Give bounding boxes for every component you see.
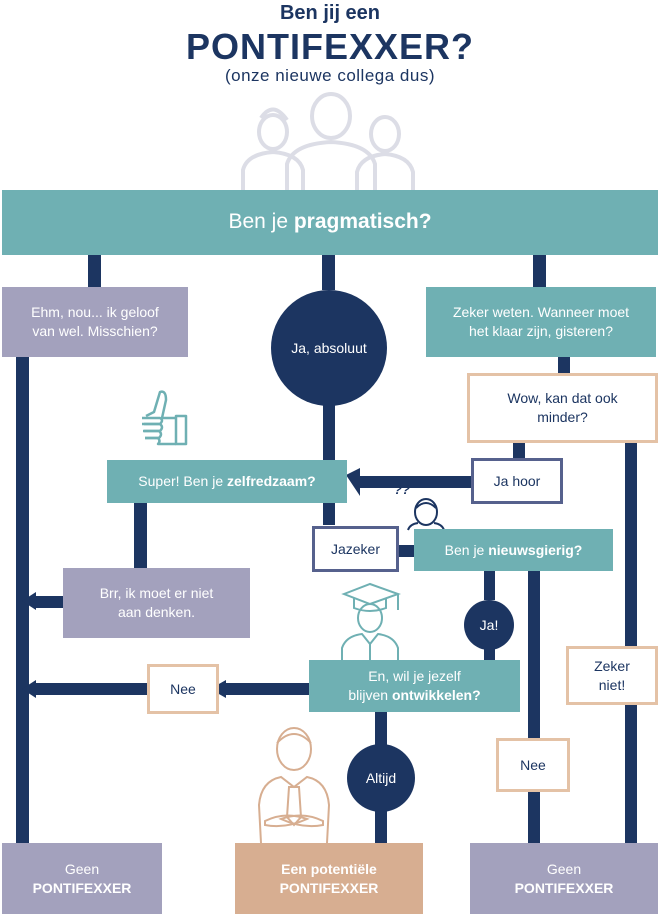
answer-line: aan denken.	[117, 604, 196, 620]
question-bold: pragmatisch?	[293, 210, 432, 234]
title-line-2: PONTIFEXXER?	[185, 26, 475, 67]
result-line: Geen	[64, 860, 100, 877]
connector	[533, 255, 546, 287]
question-zelfredzaam: Super! Ben je zelfredzaam?	[107, 460, 347, 503]
connector	[625, 443, 637, 646]
connector	[360, 476, 472, 488]
answer-nee-ontwikkelen: Nee	[147, 664, 219, 714]
question-marks: ??	[394, 482, 410, 497]
question-prefix: Ben je	[228, 210, 294, 234]
question-nieuwsgierig: Ben je nieuwsgierig?	[414, 529, 613, 571]
question-pragmatisch: Ben je pragmatisch?	[2, 190, 658, 255]
connector	[134, 503, 147, 570]
connector	[513, 440, 525, 458]
connector	[484, 570, 495, 600]
connector	[35, 596, 63, 608]
answer-line: van wel. Misschien?	[32, 323, 158, 339]
answer-line: Brr, ik moet er niet	[99, 585, 214, 602]
answer-line: Ehm, nou... ik geloof	[31, 304, 159, 321]
result-line-bold: PONTIFEXXER	[514, 879, 614, 896]
result-geen-left: Geen PONTIFEXXER	[2, 843, 162, 914]
answer-misschien: Ehm, nou... ik geloof van wel. Misschien…	[2, 287, 188, 357]
question-line: blijven ontwikkelen?	[348, 686, 480, 705]
answer-line: Zeker weten. Wanneer moet	[452, 304, 630, 321]
connector	[625, 705, 637, 845]
answer-line: het klaar zijn, gisteren?	[469, 323, 613, 339]
question-prefix: Ben je	[444, 541, 489, 558]
connector	[398, 545, 414, 557]
answer-ja: Ja!	[464, 600, 514, 650]
answer-altijd: Altijd	[347, 744, 415, 812]
answer-line: Zeker	[594, 657, 630, 674]
answer-nee-nieuwsgierig: Nee	[496, 738, 570, 792]
answer-line: Wow, kan dat ook	[507, 390, 618, 407]
title-line-1: Ben jij een	[279, 2, 381, 24]
answer-zeker-weten: Zeker weten. Wanneer moet het klaar zijn…	[426, 287, 656, 357]
answer-zeker-niet: Zeker niet!	[566, 646, 658, 705]
connector	[16, 355, 29, 845]
connector	[323, 405, 335, 465]
question-prefix: blijven	[348, 687, 392, 703]
connector	[558, 357, 570, 373]
question-bold: nieuwsgierig?	[488, 541, 583, 558]
connector	[225, 683, 310, 695]
question-ontwikkelen: En, wil je jezelf blijven ontwikkelen?	[309, 660, 520, 712]
answer-jazeker: Jazeker	[312, 526, 399, 572]
result-potentiele: Een potentiële PONTIFEXXER	[235, 843, 423, 914]
answer-wow: Wow, kan dat ook minder?	[467, 373, 658, 443]
answer-line: niet!	[598, 676, 626, 693]
connector	[88, 255, 101, 287]
question-bold: ontwikkelen?	[391, 687, 481, 703]
connector	[35, 683, 147, 695]
title-line-3: (onze nieuwe collega dus)	[224, 66, 435, 85]
people-group-icon	[241, 92, 415, 190]
thinking-person-icon	[407, 498, 445, 531]
connector	[375, 712, 387, 747]
connector	[375, 810, 387, 845]
connector	[323, 503, 335, 525]
question-line: En, wil je jezelf	[368, 668, 461, 685]
result-line-bold: PONTIFEXXER	[279, 879, 379, 896]
question-prefix: Super! Ben je	[138, 473, 228, 490]
graduate-icon	[341, 582, 401, 660]
connector	[484, 646, 495, 660]
answer-line: minder?	[537, 409, 588, 425]
question-bold: zelfredzaam?	[227, 473, 316, 490]
thumbs-up-icon	[142, 390, 188, 446]
result-geen-right: Geen PONTIFEXXER	[470, 843, 658, 914]
connector	[528, 570, 540, 738]
result-line: Geen	[546, 860, 582, 877]
answer-brr: Brr, ik moet er niet aan denken.	[63, 568, 250, 638]
connector	[528, 792, 540, 845]
business-person-icon	[257, 727, 331, 844]
connector	[322, 255, 335, 290]
answer-ja-hoor: Ja hoor	[471, 458, 563, 504]
result-line-bold: PONTIFEXXER	[32, 879, 132, 896]
result-line-bold: Een potentiële	[281, 860, 377, 877]
answer-ja-absoluut: Ja, absoluut	[271, 290, 387, 406]
